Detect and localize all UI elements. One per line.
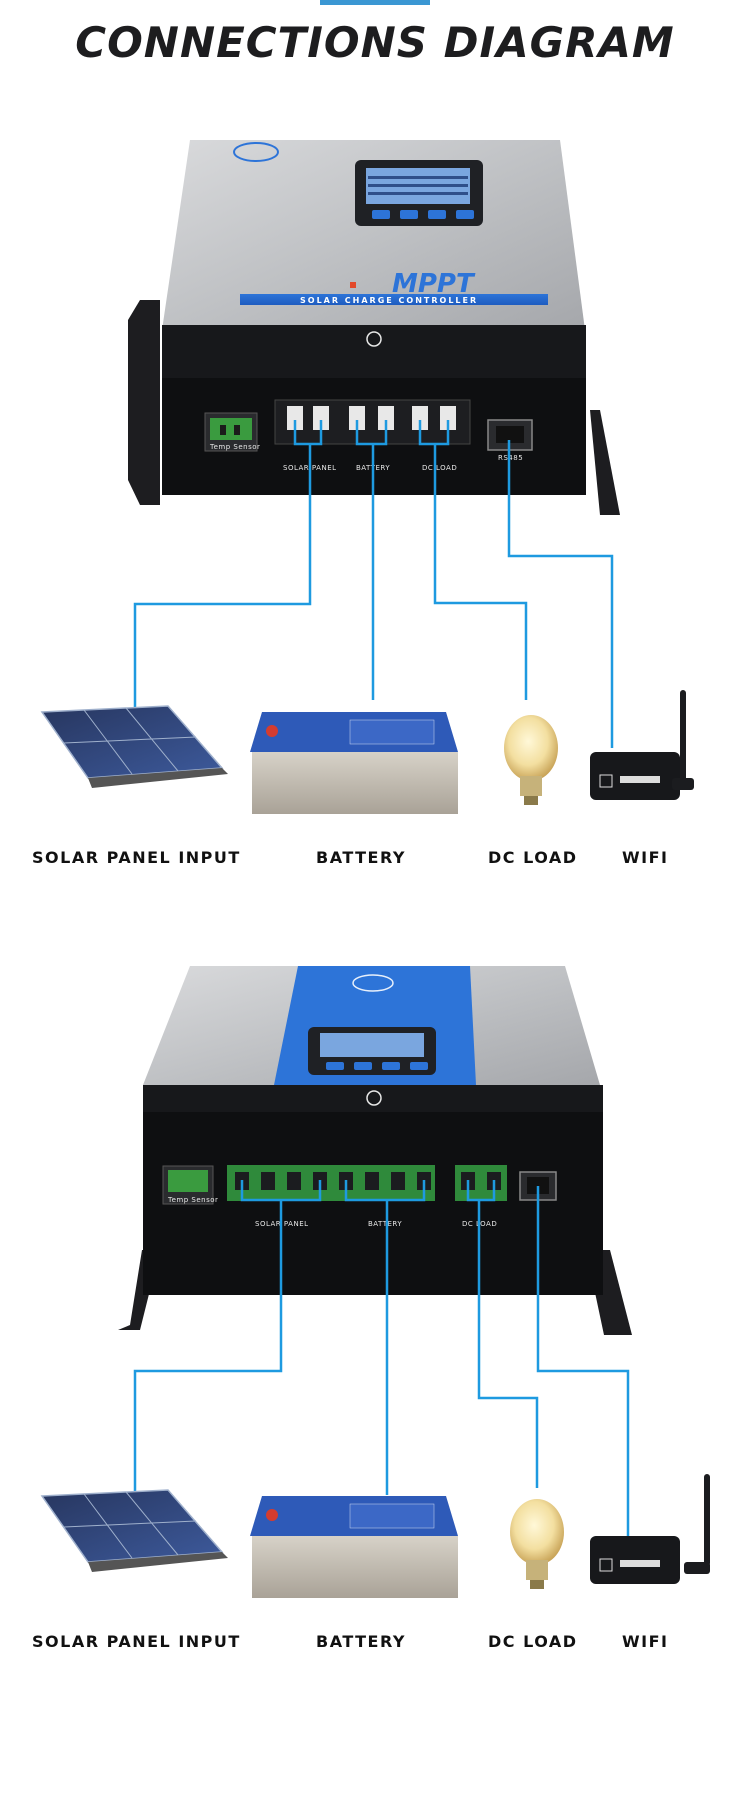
lcd-button[interactable] [410,1062,428,1070]
caption-wifi: WIFI [622,1632,669,1651]
solar-panel-2 [40,1489,228,1572]
battery-2 [250,1496,458,1598]
wire-load-run [477,1200,539,1488]
caption-battery: BATTERY [316,848,406,867]
right-bracket [590,410,620,515]
power-button[interactable] [366,1090,382,1106]
lcd-button[interactable] [428,210,446,219]
top-accent-bar [320,0,430,5]
battery-1 [250,712,458,814]
port-battery-label: BATTERY [368,1220,402,1228]
wire-solar-run [133,444,312,725]
lcd-button[interactable] [326,1062,344,1070]
power-button[interactable] [366,331,382,347]
terminal-block-1 [274,399,471,445]
light-bulb-2 [510,1499,564,1589]
port-load-label: DC LOAD [422,464,457,472]
lcd-button[interactable] [456,210,474,219]
page-title: CONNECTIONS DIAGRAM [75,18,675,67]
caption-dc-load: DC LOAD [488,1632,578,1651]
lcd-screen [320,1033,424,1057]
caption-battery: BATTERY [316,1632,406,1651]
caption-wifi: WIFI [622,848,669,867]
lcd-button[interactable] [354,1062,372,1070]
subtitle-text: SOLAR CHARGE CONTROLLER [300,296,478,305]
controller-2: Temp Sensor SOLAR PANEL BATTERY DC LOAD [118,966,632,1335]
wiring-2 [133,1180,630,1538]
lcd-button[interactable] [372,210,390,219]
wiring-1 [133,420,614,748]
rs485-label: RS485 [498,454,523,462]
caption-solar-panel-input: SOLAR PANEL INPUT [32,848,241,867]
lcd-button[interactable] [400,210,418,219]
wifi-module-2 [590,1474,710,1584]
wire-load [466,1180,496,1202]
light-bulb-1 [504,715,558,805]
wire-battery [355,420,388,446]
wire-wifi-run [536,1186,630,1538]
wire-solar-run [133,1200,283,1510]
wifi-module-1 [590,690,694,800]
wire-load-run [433,444,528,700]
brand-logo [352,974,394,992]
temp-sensor-label: Temp Sensor [209,443,260,451]
brand-logo [233,142,279,162]
solar-panel-1 [40,705,228,788]
caption-solar-panel-input: SOLAR PANEL INPUT [32,1632,241,1651]
wire-solar [293,420,323,446]
left-bracket [128,300,160,505]
terminal-block-green [227,1165,507,1201]
temp-sensor-label: Temp Sensor [167,1196,218,1204]
subtitle-strip [240,294,548,305]
caption-dc-load: DC LOAD [488,848,578,867]
wire-battery [344,1180,426,1202]
wire-wifi-run [507,440,614,748]
lcd-button[interactable] [382,1062,400,1070]
